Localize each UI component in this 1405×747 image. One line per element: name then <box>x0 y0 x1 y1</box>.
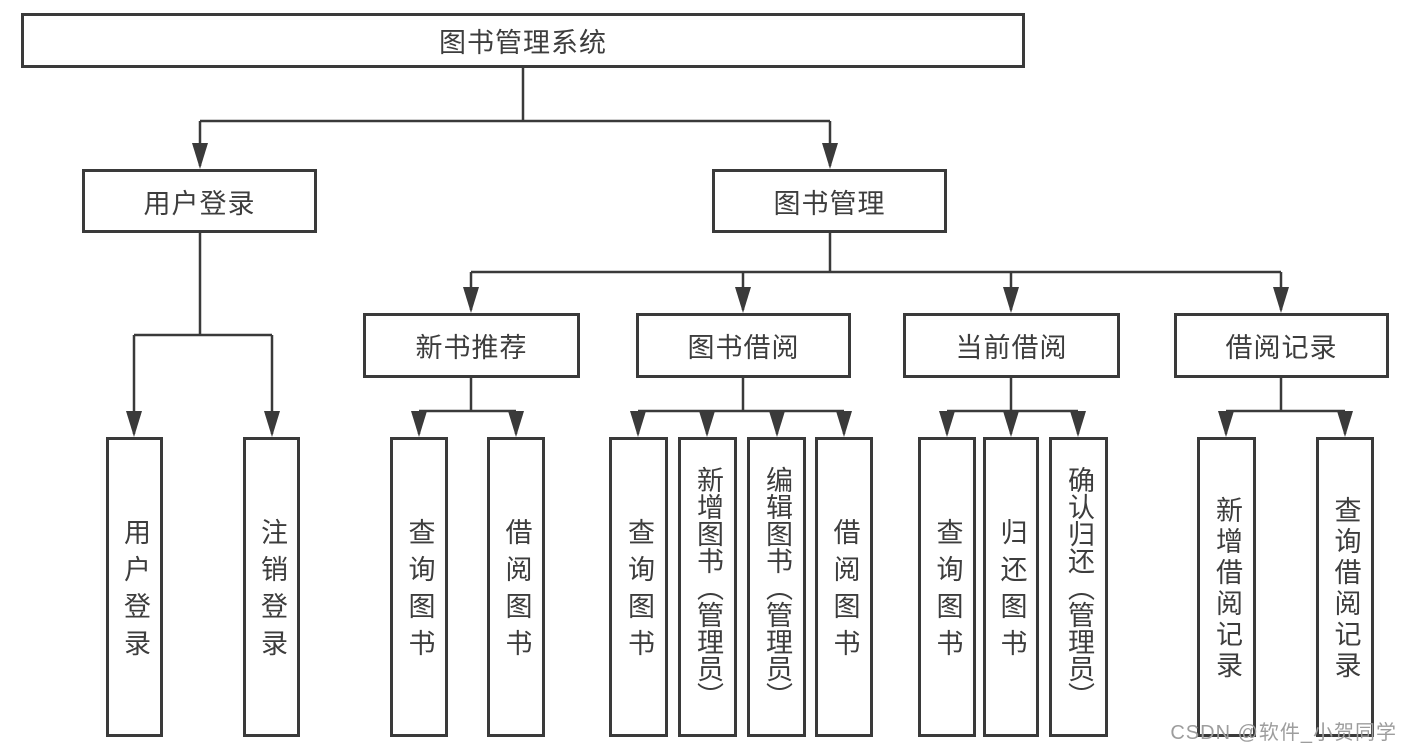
node-book-management: 图书管理 <box>712 169 947 233</box>
leaf-confirm-return-admin: 确认归还（管理员） <box>1049 437 1108 737</box>
leaf-borrow-books-1: 借阅图书 <box>487 437 545 737</box>
leaf-edit-books-admin: 编辑图书（管理员） <box>747 437 806 737</box>
leaf-query-books-3-label: 查询图书 <box>932 518 963 666</box>
csdn-watermark: CSDN @软件_小贺同学 <box>1170 722 1397 744</box>
leaf-add-books-admin: 新增图书（管理员） <box>678 437 737 737</box>
node-new-book-recommend-label: 新书推荐 <box>415 333 528 363</box>
leaf-query-books-2: 查询图书 <box>609 437 668 737</box>
leaf-add-books-admin-label: 新增图书（管理员） <box>693 465 723 709</box>
node-borrow-records-label: 借阅记录 <box>1225 333 1338 363</box>
leaf-query-books-3: 查询图书 <box>918 437 976 737</box>
leaf-logout: 注销登录 <box>243 437 300 737</box>
node-borrow-records: 借阅记录 <box>1174 313 1389 378</box>
leaf-logout-label: 注销登录 <box>257 518 287 666</box>
arrowheads <box>126 143 1353 437</box>
leaf-user-login-label: 用户登录 <box>120 518 150 666</box>
leaf-query-borrow-record-label: 查询借阅记录 <box>1330 496 1361 682</box>
node-book-borrow: 图书借阅 <box>636 313 851 378</box>
leaf-borrow-books-2: 借阅图书 <box>815 437 873 737</box>
leaf-add-borrow-record-label: 新增借阅记录 <box>1212 496 1242 682</box>
leaf-user-login: 用户登录 <box>106 437 163 737</box>
leaf-return-books-label: 归还图书 <box>996 518 1027 666</box>
leaf-confirm-return-admin-label: 确认归还（管理员） <box>1064 465 1094 709</box>
leaf-add-borrow-record: 新增借阅记录 <box>1197 437 1256 737</box>
node-user-login-label: 用户登录 <box>143 188 256 219</box>
node-user-login: 用户登录 <box>82 169 317 233</box>
leaf-query-borrow-record: 查询借阅记录 <box>1316 437 1374 737</box>
node-root: 图书管理系统 <box>21 13 1025 68</box>
leaf-borrow-books-2-label: 借阅图书 <box>829 518 860 666</box>
node-book-borrow-label: 图书借阅 <box>687 333 800 363</box>
node-current-borrow: 当前借阅 <box>903 313 1120 378</box>
node-current-borrow-label: 当前借阅 <box>955 333 1068 363</box>
leaf-edit-books-admin-label: 编辑图书（管理员） <box>762 465 792 709</box>
node-new-book-recommend: 新书推荐 <box>363 313 580 378</box>
node-book-management-label: 图书管理 <box>773 188 886 219</box>
node-root-label: 图书管理系统 <box>439 28 607 58</box>
leaf-borrow-books-1-label: 借阅图书 <box>501 518 532 666</box>
leaf-query-books-2-label: 查询图书 <box>624 518 654 666</box>
leaf-query-books-1: 查询图书 <box>390 437 448 737</box>
leaf-return-books: 归还图书 <box>983 437 1039 737</box>
leaf-query-books-1-label: 查询图书 <box>404 518 435 666</box>
